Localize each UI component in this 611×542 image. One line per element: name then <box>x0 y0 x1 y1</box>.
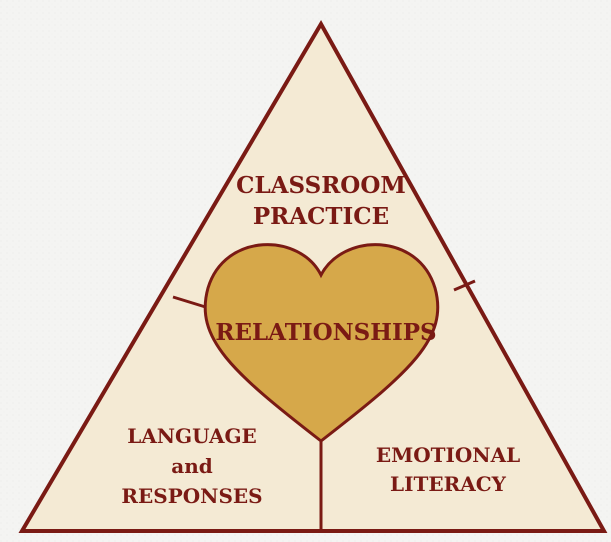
heart-shape <box>203 243 440 443</box>
divider-right <box>453 279 476 292</box>
right-section-line1: EMOTIONAL <box>376 443 520 467</box>
top-section-line2: PRACTICE <box>253 203 389 230</box>
left-section-line3: RESPONSES <box>121 484 262 508</box>
left-section-line2: and <box>171 454 213 478</box>
center-label: RELATIONSHIPS <box>215 319 436 346</box>
right-section-line2: LITERACY <box>390 472 507 496</box>
left-section-line1: LANGUAGE <box>127 424 257 448</box>
top-section-line1: CLASSROOM <box>236 172 406 199</box>
